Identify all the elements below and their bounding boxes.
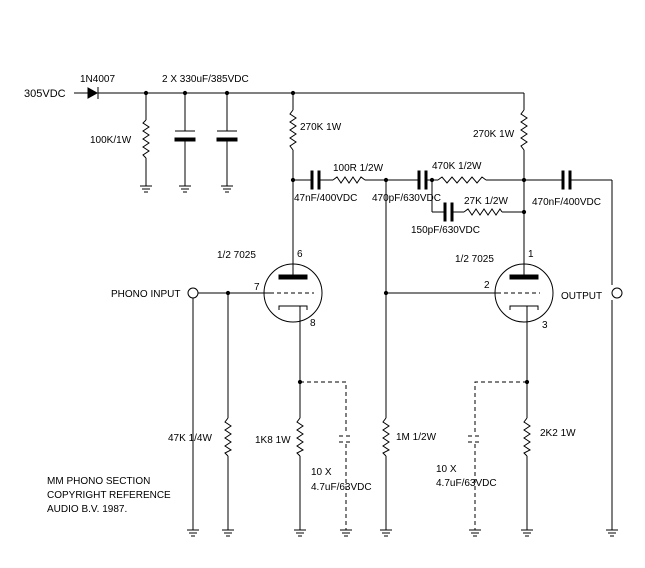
copyright-line-3: AUDIO B.V. 1987. [47, 504, 127, 515]
phono-input-jack [187, 287, 199, 299]
wiring [74, 92, 613, 530]
tube-2-pin-3: 3 [542, 320, 548, 331]
bypass-cap-1-count: 10 X [311, 467, 332, 478]
tube-2-symbol [494, 262, 554, 323]
tube-2-pin-2: 2 [484, 280, 490, 291]
coupling-capacitors [310, 170, 572, 222]
tube-1-label: 1/2 7025 [217, 250, 256, 261]
bypass-cap-2-value: 4.7uF/63VDC [436, 478, 497, 489]
bypass-cap-2-count: 10 X [436, 464, 457, 475]
tube-1-pin-8: 8 [310, 318, 316, 329]
resistor-27k-label: 27K 1/2W [464, 196, 508, 207]
cap-150p-label: 150pF/630VDC [411, 225, 480, 236]
tube-2-pin-1: 1 [528, 249, 534, 260]
diode-label: 1N4007 [80, 74, 115, 85]
tube-1-symbol [263, 262, 323, 323]
cathode-resistor-2-label: 2K2 1W [540, 428, 576, 439]
filter-capacitors [174, 130, 238, 142]
resistors [142, 109, 531, 457]
plate-resistor-1-label: 270K 1W [300, 122, 342, 133]
series-resistor-label: 100R 1/2W [333, 163, 384, 174]
copyright-line-1: MM PHONO SECTION [47, 476, 150, 487]
input-resistor-label: 47K 1/4W [168, 433, 212, 444]
supply-voltage-label: 305VDC [24, 88, 66, 100]
tube-1-pin-6: 6 [297, 249, 303, 260]
ground-symbols [140, 185, 618, 537]
plate-resistor-2-label: 270K 1W [473, 129, 515, 140]
cathode-resistor-1-label: 1K8 1W [255, 435, 291, 446]
bypass-cap-1-value: 4.7uF/63VDC [311, 482, 372, 493]
copyright-line-2: COPYRIGHT REFERENCE [47, 490, 171, 501]
junction-dots [143, 90, 530, 385]
diode-symbol [87, 87, 99, 99]
output-label: OUTPUT [561, 291, 602, 302]
output-cap-label: 470nF/400VDC [532, 197, 601, 208]
tube-2-label: 1/2 7025 [455, 254, 494, 265]
coupling-cap-1-label: 47nF/400VDC [294, 193, 357, 204]
resistor-470k-label: 470K 1/2W [432, 161, 482, 172]
grid-resistor-label: 1M 1/2W [396, 432, 437, 443]
phono-input-label: PHONO INPUT [111, 289, 180, 300]
filter-caps-label: 2 X 330uF/385VDC [162, 74, 249, 85]
bypass-wiring [300, 381, 527, 530]
output-jack [611, 287, 623, 299]
bleeder-resistor-label: 100K/1W [90, 135, 132, 146]
cap-470p-label: 470pF/630VDC [372, 193, 441, 204]
tube-1-pin-7: 7 [254, 282, 260, 293]
